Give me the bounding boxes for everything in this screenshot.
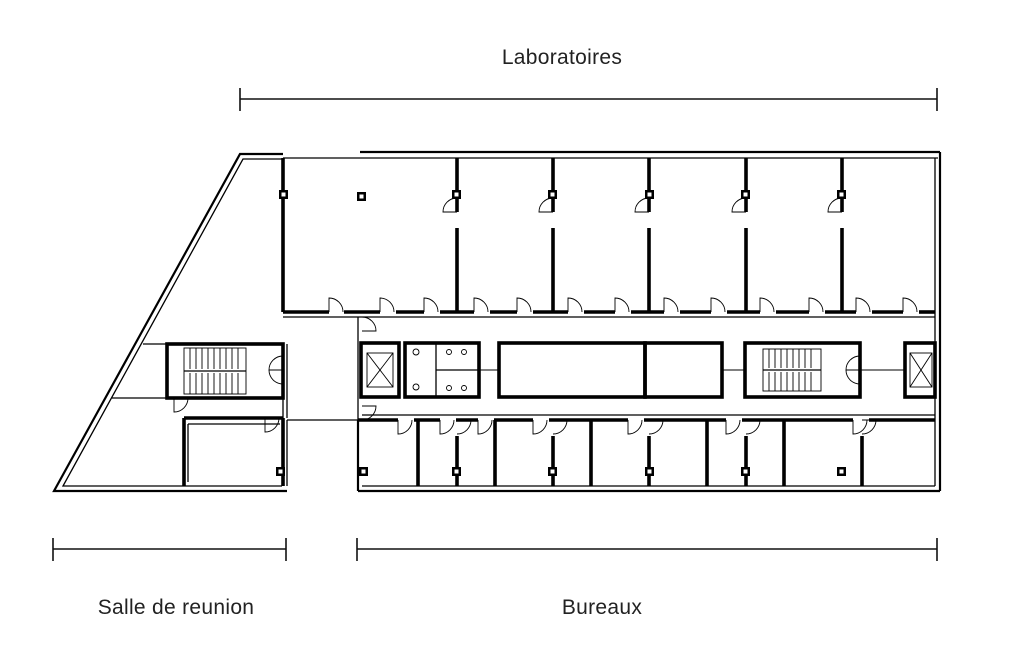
dimension-line-bureaux <box>356 538 938 561</box>
dimension-line-salle-de-reunion <box>52 538 287 561</box>
building-outline <box>52 150 942 493</box>
lab-partition-doors <box>442 197 843 213</box>
label-bureaux: Bureaux <box>562 596 643 619</box>
laboratories-zone <box>281 158 935 318</box>
label-laboratoires: Laboratoires <box>502 46 622 69</box>
structural-columns <box>276 190 846 476</box>
label-salle-de-reunion: Salle de reunion <box>98 596 255 619</box>
lab-corridor-doors <box>328 297 918 313</box>
dimension-line-laboratoires <box>239 88 938 111</box>
offices-zone <box>358 414 935 486</box>
meeting-room-wing <box>112 316 377 486</box>
stair-right <box>762 348 861 392</box>
central-core <box>357 317 937 420</box>
